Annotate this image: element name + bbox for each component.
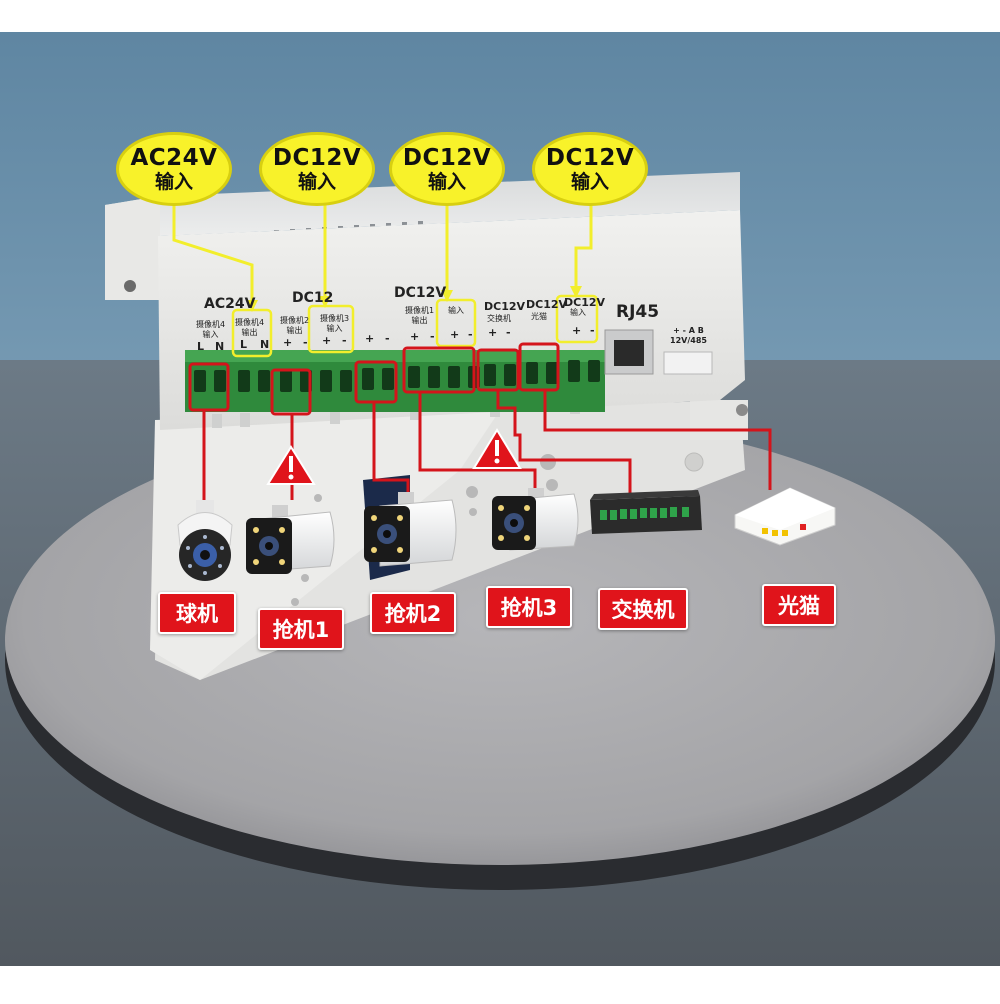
panel-group-label: DC12V	[484, 300, 526, 313]
terminal-label: 输入	[570, 308, 586, 317]
network-switch-icon	[590, 490, 702, 534]
polarity-mark: +	[365, 332, 375, 345]
rs485-label: + - A B 12V/485	[670, 326, 707, 345]
terminal-label: 摄像机2 输出	[280, 316, 310, 335]
mounting-ear-left	[105, 196, 160, 300]
panel-group-label: DC12	[292, 290, 334, 306]
warning-icon	[472, 428, 522, 469]
panel-group-label: DC12V	[564, 296, 606, 309]
polarity-mark: -	[385, 332, 390, 345]
terminal-label: 输入	[448, 306, 464, 315]
device-tag-switch: 交换机	[598, 588, 688, 630]
rs485-connector	[663, 351, 713, 375]
polarity-mark: -	[430, 330, 435, 343]
polarity-mark: L	[240, 338, 248, 351]
device-tag-dome-camera: 球机	[158, 592, 236, 634]
polarity-mark: N	[215, 340, 225, 353]
polarity-mark: +	[450, 328, 460, 341]
polarity-mark: -	[506, 326, 511, 339]
bullet-camera-icon	[246, 505, 335, 574]
terminal-label: 光猫	[531, 312, 547, 321]
polarity-mark: +	[410, 330, 420, 343]
panel-group-label: AC24V	[204, 296, 256, 312]
warning-icon	[266, 445, 316, 485]
panel-group-label: DC12V	[526, 298, 568, 311]
terminal-label: 摄像机3 输入	[320, 314, 350, 333]
polarity-mark: L	[197, 340, 205, 353]
panel-group-label: DC12V	[394, 285, 447, 301]
terminal-label: 摄像机1 输出	[405, 306, 435, 325]
polarity-mark: N	[260, 338, 270, 351]
polarity-mark: +	[283, 336, 293, 349]
terminal-label: 交换机	[487, 314, 511, 323]
polarity-mark: -	[468, 328, 473, 341]
bullet-camera-icon	[492, 488, 579, 551]
device-tag-bullet-camera-3: 抢机3	[486, 586, 572, 628]
polarity-mark: -	[303, 336, 308, 349]
device-tag-bullet-camera-1: 抢机1	[258, 608, 344, 650]
terminal-label: 摄像机4 输出	[235, 318, 265, 337]
dome-camera-icon	[177, 500, 233, 581]
polarity-mark: +	[488, 326, 498, 339]
polarity-mark: +	[572, 324, 582, 337]
device-tag-optical-modem: 光猫	[762, 584, 836, 626]
polarity-mark: -	[342, 334, 347, 347]
terminal-label: 摄像机4 输入	[196, 320, 226, 339]
optical-modem-icon	[734, 487, 836, 546]
polarity-mark: +	[322, 334, 332, 347]
bullet-camera-icon	[364, 492, 457, 567]
rj45-label: RJ45	[616, 302, 660, 322]
device-tag-bullet-camera-2: 抢机2	[370, 592, 456, 634]
polarity-mark: -	[590, 324, 595, 337]
